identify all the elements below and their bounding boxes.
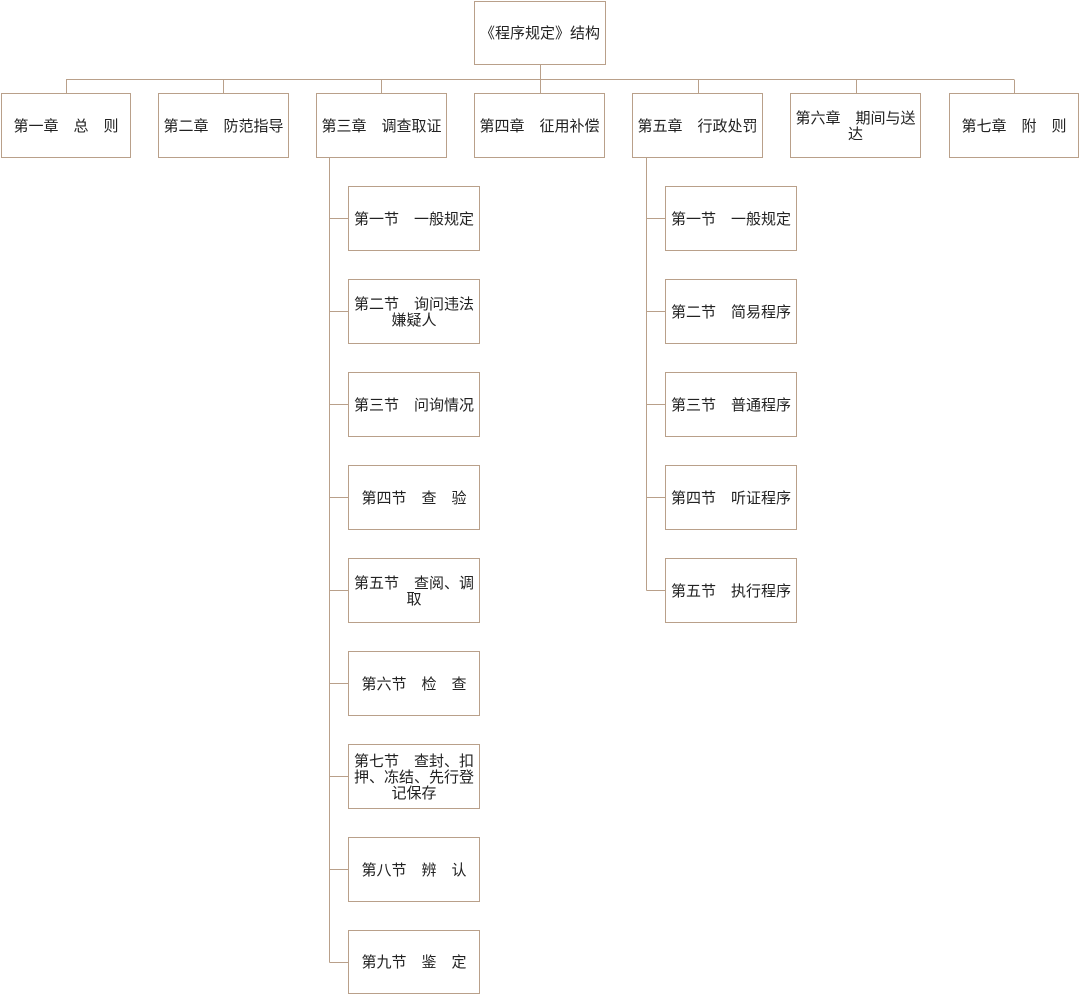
ch3-section-3: 第三节 问询情况 [348, 372, 480, 437]
ch3-section-1: 第一节 一般规定 [348, 186, 480, 251]
ch5-section-3: 第三节 普通程序 [665, 372, 797, 437]
chapter-node-2: 第二章 防范指导 [158, 93, 289, 158]
ch3-section-5: 第五节 查阅、调取 [348, 558, 480, 623]
ch3-section-8: 第八节 辨 认 [348, 837, 480, 902]
chapter-node-1: 第一章 总 则 [1, 93, 131, 158]
chapter-node-5: 第五章 行政处罚 [632, 93, 763, 158]
ch5-section-5: 第五节 执行程序 [665, 558, 797, 623]
root-node: 《程序规定》结构 [474, 1, 606, 65]
chapter-node-7: 第七章 附 则 [949, 93, 1079, 158]
ch3-section-4: 第四节 查 验 [348, 465, 480, 530]
ch3-section-7: 第七节 查封、扣押、冻结、先行登记保存 [348, 744, 480, 809]
ch5-section-2: 第二节 简易程序 [665, 279, 797, 344]
chapter-node-6: 第六章 期间与送达 [790, 93, 921, 158]
ch5-section-1: 第一节 一般规定 [665, 186, 797, 251]
ch3-section-9: 第九节 鉴 定 [348, 930, 480, 994]
ch3-section-2: 第二节 询问违法嫌疑人 [348, 279, 480, 344]
ch5-section-4: 第四节 听证程序 [665, 465, 797, 530]
chapter-node-4: 第四章 征用补偿 [474, 93, 605, 158]
chapter-node-3: 第三章 调查取证 [316, 93, 447, 158]
ch3-section-6: 第六节 检 查 [348, 651, 480, 716]
